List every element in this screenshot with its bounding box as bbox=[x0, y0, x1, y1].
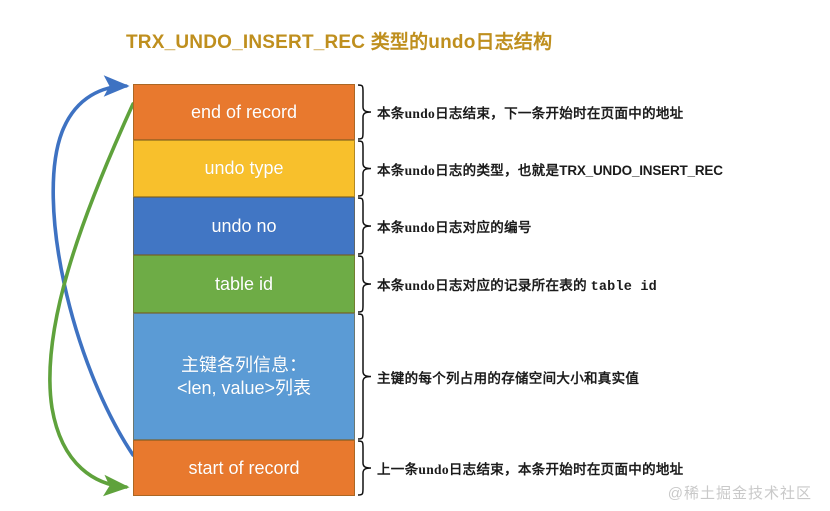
block-undo-type[interactable]: undo type bbox=[133, 140, 355, 197]
watermark: @稀土掘金技术社区 bbox=[667, 485, 812, 502]
block-label: end of record bbox=[190, 101, 298, 122]
block-start-of-record[interactable]: start of record bbox=[133, 440, 355, 496]
block-table-id[interactable]: table id bbox=[133, 255, 355, 313]
annotation-text: 本条undo日志对应的编号 bbox=[377, 220, 532, 235]
brace-icon bbox=[357, 440, 373, 496]
annotation-code: table id bbox=[590, 279, 657, 295]
brace-icon bbox=[357, 140, 373, 197]
annotation-row-undo-no: 本条undo日志对应的编号 bbox=[357, 197, 532, 255]
annotation-row-start-of-record: 上一条undo日志结束，本条开始时在页面中的地址 bbox=[357, 440, 683, 496]
annotation-text: 本条undo日志结束，下一条开始时在页面中的地址 bbox=[377, 106, 684, 121]
brace-icon bbox=[357, 84, 373, 140]
green-arrow-path bbox=[48, 102, 135, 497]
brace-icon bbox=[357, 197, 373, 255]
annotation-text: 本条undo日志的类型，也就是TRX_UNDO_INSERT_REC bbox=[377, 162, 723, 178]
annotation-text: 主键的每个列占用的存储空间大小和真实值 bbox=[377, 370, 640, 386]
annotation-row-undo-type: 本条undo日志的类型，也就是TRX_UNDO_INSERT_REC bbox=[357, 140, 723, 197]
block-label: undo no bbox=[211, 215, 277, 236]
undo-log-structure: end of record undo type undo no table id… bbox=[133, 84, 355, 496]
annotation-text: 上一条undo日志结束，本条开始时在页面中的地址 bbox=[377, 462, 684, 477]
brace-icon bbox=[357, 313, 373, 440]
block-label: undo type bbox=[204, 158, 284, 179]
block-label: table id bbox=[214, 273, 274, 294]
block-undo-no[interactable]: undo no bbox=[133, 197, 355, 255]
page-title: TRX_UNDO_INSERT_REC 类型的undo日志结构 bbox=[126, 32, 553, 53]
brace-icon bbox=[357, 255, 373, 313]
annotation-row-primary-key-columns: 主键的每个列占用的存储空间大小和真实值 bbox=[357, 313, 639, 440]
annotation-row-table-id: 本条undo日志对应的记录所在表的 table id bbox=[357, 255, 657, 313]
block-end-of-record[interactable]: end of record bbox=[133, 84, 355, 140]
annotation-row-end-of-record: 本条undo日志结束，下一条开始时在页面中的地址 bbox=[357, 84, 683, 140]
block-label: 主键各列信息： bbox=[181, 355, 307, 375]
block-label: start of record bbox=[188, 457, 300, 478]
block-label-secondary: <len, value>列表 bbox=[176, 377, 312, 398]
blue-arrow-path bbox=[51, 75, 135, 457]
block-primary-key-columns[interactable]: 主键各列信息： <len, value>列表 bbox=[133, 313, 355, 440]
annotation-text: 本条undo日志对应的记录所在表的 table id bbox=[377, 277, 657, 295]
annotation-code: TRX_UNDO_INSERT_REC bbox=[559, 162, 723, 178]
